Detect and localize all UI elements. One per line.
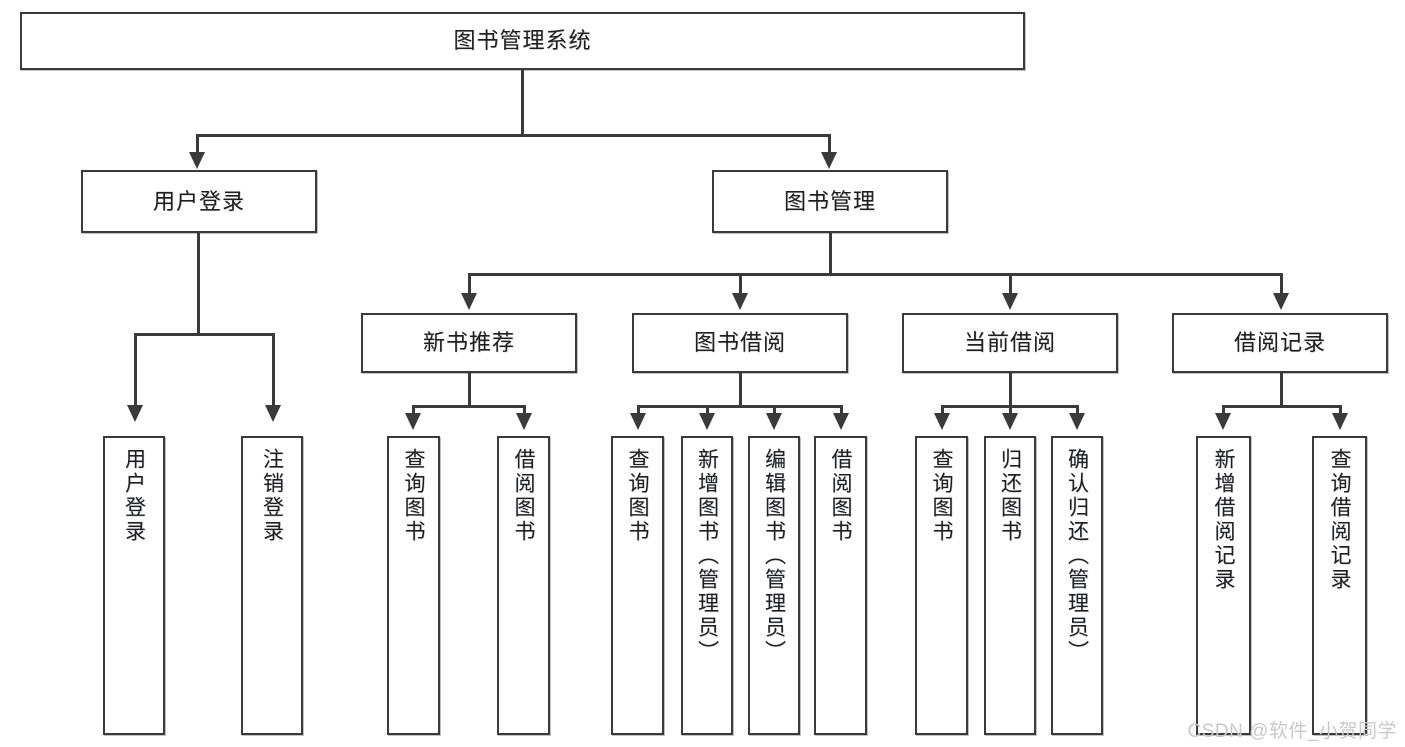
arrowhead-leaf-add-book <box>699 413 715 430</box>
node-borrow-record[interactable]: 借阅记录 <box>1172 313 1388 373</box>
arrowhead-leaf-borrow-book-2 <box>833 413 849 430</box>
connector-book-mgmt-branch-4 <box>1280 273 1283 295</box>
leaf-borrow-borrow-book[interactable]: 借阅图书 <box>814 436 867 735</box>
connector-root-split-bar <box>196 134 830 137</box>
node-root-system[interactable]: 图书管理系统 <box>20 12 1025 70</box>
arrowhead-leaf-confirm-return <box>1069 413 1085 430</box>
node-label: 借阅图书 <box>512 448 535 544</box>
node-label: 图书借阅 <box>693 330 786 356</box>
arrowhead-book-mgmt <box>821 152 837 169</box>
connector-borrow-record-split-bar <box>1222 405 1339 408</box>
leaf-new-book-borrow[interactable]: 借阅图书 <box>497 436 550 735</box>
connector-book-mgmt-split-bar <box>468 273 1282 276</box>
node-label: 用户登录 <box>152 188 245 214</box>
node-user-login[interactable]: 用户登录 <box>81 170 317 233</box>
leaf-current-return-book[interactable]: 归还图书 <box>984 436 1036 735</box>
connector-current-borrow-branch-2 <box>1009 405 1012 415</box>
csdn-watermark: CSDN @软件_小贺同学 <box>1187 721 1397 742</box>
connector-user-login-branch-1 <box>134 333 137 407</box>
leaf-borrow-add-book[interactable]: 新增图书（管理员） <box>681 436 733 735</box>
connector-borrow-record-branch-2 <box>1339 405 1342 415</box>
connector-root-to-book-mgmt <box>828 134 831 154</box>
node-label: 用户登录 <box>122 448 146 544</box>
connector-book-borrow-branch-1 <box>637 405 640 415</box>
leaf-current-confirm-return[interactable]: 确认归还（管理员） <box>1051 436 1103 735</box>
connector-book-borrow-branch-4 <box>840 405 843 415</box>
node-label: 注销登录 <box>260 448 284 544</box>
node-label: 归还图书 <box>998 448 1022 544</box>
connector-book-borrow-stem <box>739 373 742 407</box>
connector-user-login-branch-2 <box>272 333 275 407</box>
node-label: 查询图书 <box>626 448 649 544</box>
connector-current-borrow-branch-1 <box>941 405 944 415</box>
connector-root-to-user-login <box>196 134 199 154</box>
arrowhead-leaf-edit-book <box>766 413 782 430</box>
connector-user-login-stem <box>197 233 200 335</box>
node-label: 图书管理 <box>783 188 876 214</box>
leaf-borrow-edit-book[interactable]: 编辑图书（管理员） <box>748 436 800 735</box>
leaf-new-book-query[interactable]: 查询图书 <box>387 436 440 735</box>
connector-book-mgmt-branch-2 <box>739 273 742 295</box>
arrowhead-borrow-record <box>1273 293 1289 310</box>
connector-borrow-record-stem <box>1280 373 1283 407</box>
leaf-current-query-book[interactable]: 查询图书 <box>915 436 968 735</box>
node-label: 图书管理系统 <box>453 28 592 54</box>
connector-new-book-split-bar <box>412 405 525 408</box>
node-label: 新增借阅记录 <box>1212 448 1235 592</box>
arrowhead-leaf-query-record <box>1332 413 1348 430</box>
node-label: 借阅记录 <box>1233 330 1326 356</box>
arrowhead-leaf-user-login <box>127 405 143 422</box>
arrowhead-leaf-query-book-1 <box>405 413 421 430</box>
node-label: 查询借阅记录 <box>1328 448 1351 592</box>
connector-user-login-split-bar <box>134 333 274 336</box>
leaf-user-login[interactable]: 用户登录 <box>103 436 165 735</box>
arrowhead-user-login <box>189 152 205 169</box>
node-new-book-recommend[interactable]: 新书推荐 <box>361 313 577 373</box>
arrowhead-leaf-query-book-3 <box>934 413 950 430</box>
connector-book-mgmt-branch-3 <box>1009 273 1012 295</box>
arrowhead-current-borrow <box>1002 293 1018 310</box>
arrowhead-new-book-recommend <box>461 293 477 310</box>
connector-borrow-record-branch-1 <box>1222 405 1225 415</box>
arrowhead-book-borrow <box>732 293 748 310</box>
leaf-record-add[interactable]: 新增借阅记录 <box>1196 436 1251 735</box>
node-label: 查询图书 <box>402 448 425 544</box>
connector-book-mgmt-branch-1 <box>468 273 471 295</box>
connector-book-borrow-branch-3 <box>773 405 776 415</box>
node-label: 新增图书（管理员） <box>695 448 719 664</box>
node-label: 查询图书 <box>930 448 953 544</box>
connector-book-mgmt-stem <box>829 233 832 275</box>
connector-new-book-stem <box>468 373 471 407</box>
connector-new-book-branch-2 <box>523 405 526 415</box>
arrowhead-leaf-logout <box>265 405 281 422</box>
node-label: 借阅图书 <box>829 448 852 544</box>
leaf-logout[interactable]: 注销登录 <box>241 436 303 735</box>
node-book-management[interactable]: 图书管理 <box>712 170 948 233</box>
connector-book-borrow-split-bar <box>637 405 842 408</box>
node-label: 当前借阅 <box>963 330 1056 356</box>
node-label: 新书推荐 <box>422 330 515 356</box>
connector-current-borrow-stem <box>1009 373 1012 407</box>
connector-current-borrow-branch-3 <box>1076 405 1079 415</box>
node-label: 确认归还（管理员） <box>1065 448 1089 664</box>
node-book-borrow[interactable]: 图书借阅 <box>632 313 848 373</box>
arrowhead-leaf-query-book-2 <box>630 413 646 430</box>
node-current-borrow[interactable]: 当前借阅 <box>902 313 1118 373</box>
arrowhead-leaf-borrow-book-1 <box>516 413 532 430</box>
node-label: 编辑图书（管理员） <box>762 448 786 664</box>
connector-new-book-branch-1 <box>412 405 415 415</box>
connector-root-stem <box>521 70 524 136</box>
arrowhead-leaf-add-record <box>1215 413 1231 430</box>
leaf-record-query[interactable]: 查询借阅记录 <box>1312 436 1367 735</box>
arrowhead-leaf-return-book <box>1002 413 1018 430</box>
leaf-borrow-query-book[interactable]: 查询图书 <box>611 436 664 735</box>
connector-book-borrow-branch-2 <box>706 405 709 415</box>
